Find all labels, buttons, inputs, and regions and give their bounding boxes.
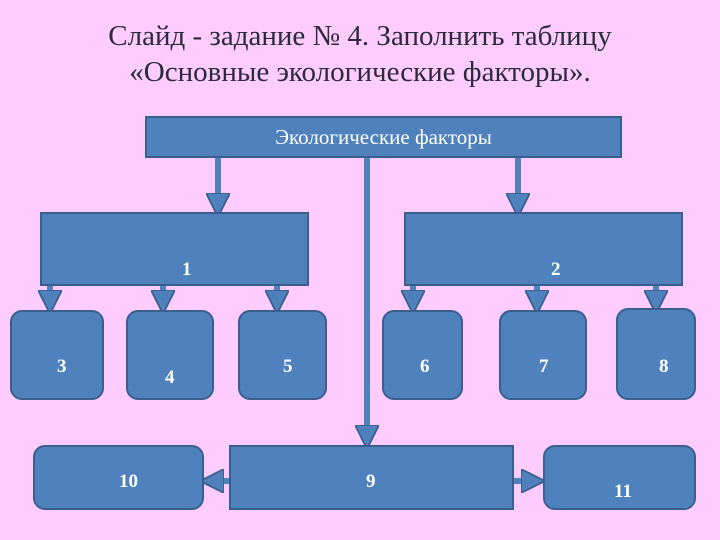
side-box-left: 10 — [33, 445, 204, 510]
root-label: Экологические факторы — [275, 124, 492, 149]
left-box-label: 10 — [119, 471, 138, 492]
group-1-label: 1 — [182, 259, 192, 280]
item-box-4: 4 — [126, 310, 214, 400]
right-box-label: 11 — [614, 481, 632, 502]
item-5-label: 5 — [283, 356, 293, 377]
side-box-right: 11 — [543, 445, 696, 510]
item-box-7: 7 — [499, 310, 587, 400]
item-4-label: 4 — [165, 367, 175, 388]
slide-title: Слайд - задание № 4. Заполнить таблицу «… — [0, 18, 720, 90]
item-6-label: 6 — [420, 356, 430, 377]
center-box: 9 — [229, 445, 514, 510]
group-2-label: 2 — [551, 259, 561, 280]
slide-title-line-1: Слайд - задание № 4. Заполнить таблицу — [108, 20, 612, 52]
group-box-2: 2 — [404, 212, 683, 286]
item-3-label: 3 — [57, 356, 67, 377]
slide-title-line-2: «Основные экологические факторы». — [129, 56, 591, 88]
group-box-1: 1 — [40, 212, 309, 286]
item-box-8: 8 — [616, 308, 696, 400]
item-box-6: 6 — [382, 310, 463, 400]
item-8-label: 8 — [659, 356, 669, 377]
item-box-5: 5 — [238, 310, 327, 400]
item-7-label: 7 — [539, 356, 549, 377]
center-box-label: 9 — [366, 471, 376, 492]
item-box-3: 3 — [10, 310, 104, 400]
root-box: Экологические факторы — [145, 116, 622, 158]
